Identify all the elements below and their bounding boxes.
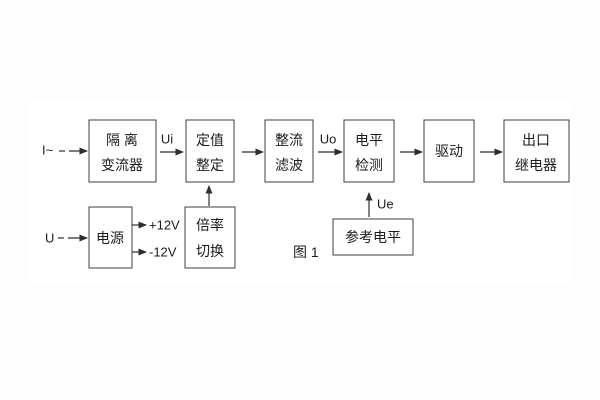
- figure-caption: 图 1: [293, 244, 319, 260]
- isolation-transformer-box: [88, 119, 157, 183]
- drive-label: 驱动: [435, 143, 463, 159]
- ratio-switch-label-line1: 倍率: [196, 217, 224, 233]
- level-detect-label-line2: 检测: [355, 157, 383, 173]
- isolation-transformer-label-line2: 变流器: [101, 157, 143, 173]
- power-supply-label: 电源: [96, 230, 124, 246]
- level-detect-label-line1: 电平: [355, 132, 383, 148]
- output-relay-box: [503, 119, 570, 183]
- input-voltage-label: U: [45, 231, 54, 246]
- ratio-switch-label-line2: 切换: [196, 243, 224, 259]
- setting-adjust-label-line2: 整定: [196, 157, 224, 173]
- input-current-label: I~: [42, 143, 54, 158]
- rectify-filter-label-line2: 滤波: [275, 157, 303, 173]
- reference-level-label: 参考电平: [345, 229, 401, 245]
- isolation-transformer-label-line1: 隔 离: [106, 132, 138, 148]
- ue-label: Ue: [377, 197, 394, 212]
- output-relay-label-line2: 继电器: [515, 157, 557, 173]
- rectify-filter-label-line1: 整流: [275, 132, 303, 148]
- ratio-switch-box: [184, 206, 236, 269]
- power-supply-box: [88, 206, 133, 269]
- setting-adjust-box: [185, 119, 235, 183]
- output-relay-label-line1: 出口: [522, 132, 550, 148]
- rail-positive-label: +12V: [149, 218, 180, 233]
- level-detect-box: [343, 119, 395, 183]
- setting-adjust-label-line1: 定值: [196, 132, 224, 148]
- uo-label: Uo: [320, 132, 337, 147]
- reference-level-box: [332, 218, 414, 256]
- rail-negative-label: -12V: [149, 245, 177, 260]
- drive-box: [423, 119, 475, 183]
- ui-label: Ui: [161, 132, 173, 147]
- rectify-filter-box: [264, 119, 314, 183]
